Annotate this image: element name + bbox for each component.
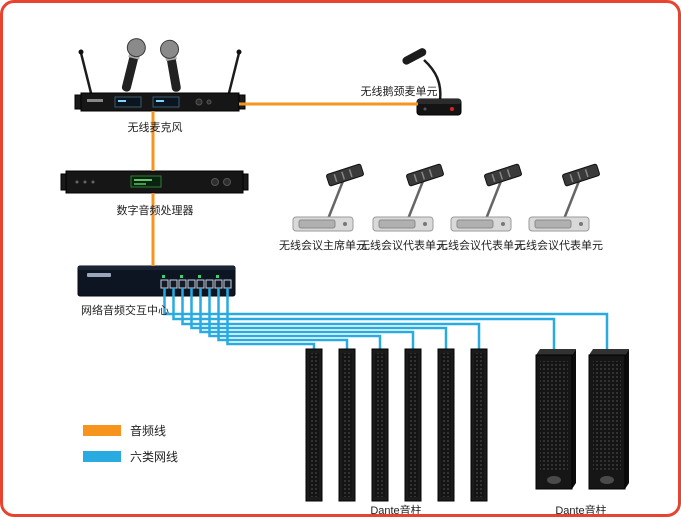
network-cables: [163, 288, 609, 355]
dante-speaker: [535, 349, 576, 490]
label-wireless-mic-receiver: 无线麦克风: [127, 122, 183, 134]
network-cable-line: [199, 288, 415, 351]
network-cable-line: [172, 288, 556, 355]
legend-audio-label: 音频线: [130, 424, 167, 438]
legend-audio-cable: 音频线: [83, 422, 166, 439]
gooseneck-mic-device: [402, 48, 462, 116]
cat6-cable-swatch: [83, 451, 121, 462]
dante-speaker: [588, 349, 629, 490]
column-speaker: [338, 348, 356, 502]
label-conference-chairman: 无线会议主席单元: [279, 240, 367, 252]
dsp-device: [60, 170, 249, 194]
network-switch-device: [77, 265, 236, 297]
label-column-speakers: Dante音柱: [370, 505, 422, 517]
column-speaker: [371, 348, 389, 502]
label-gooseneck-mic: 无线鹅颈麦单元: [360, 86, 438, 98]
audio-cables: [151, 102, 418, 266]
network-cable-line: [208, 288, 382, 351]
legend-cat6-cable: 六类网线: [83, 448, 178, 465]
network-cable-line: [226, 288, 316, 351]
label-dante-speakers: Dante音柱: [555, 505, 607, 517]
label-conference-delegate: 无线会议代表单元: [359, 240, 447, 252]
conference-unit-delegate: [372, 163, 444, 232]
column-speaker: [305, 348, 323, 502]
audio-cable-swatch: [83, 425, 121, 436]
label-conference-delegate: 无线会议代表单元: [437, 240, 525, 252]
handheld-mic-icon: [160, 39, 181, 92]
column-speaker: [404, 348, 422, 502]
handheld-mic-icon: [121, 38, 146, 92]
conference-unit-delegate: [450, 163, 522, 232]
network-cable-line: [163, 288, 609, 355]
network-cable-line: [181, 288, 481, 351]
wireless-mic-receiver-device: [74, 38, 246, 112]
network-cable-line: [190, 288, 448, 351]
label-conference-delegate: 无线会议代表单元: [515, 240, 603, 252]
diagram-graphics: [60, 38, 629, 502]
label-network-switch: 网络音频交互中心: [81, 305, 169, 317]
label-dsp: 数字音频处理器: [116, 205, 194, 217]
network-cable-line: [217, 288, 349, 351]
conference-unit-delegate: [528, 163, 600, 232]
conference-unit-chairman: [292, 163, 364, 232]
legend-cat6-label: 六类网线: [130, 450, 179, 464]
column-speaker: [470, 348, 488, 502]
column-speaker: [437, 348, 455, 502]
